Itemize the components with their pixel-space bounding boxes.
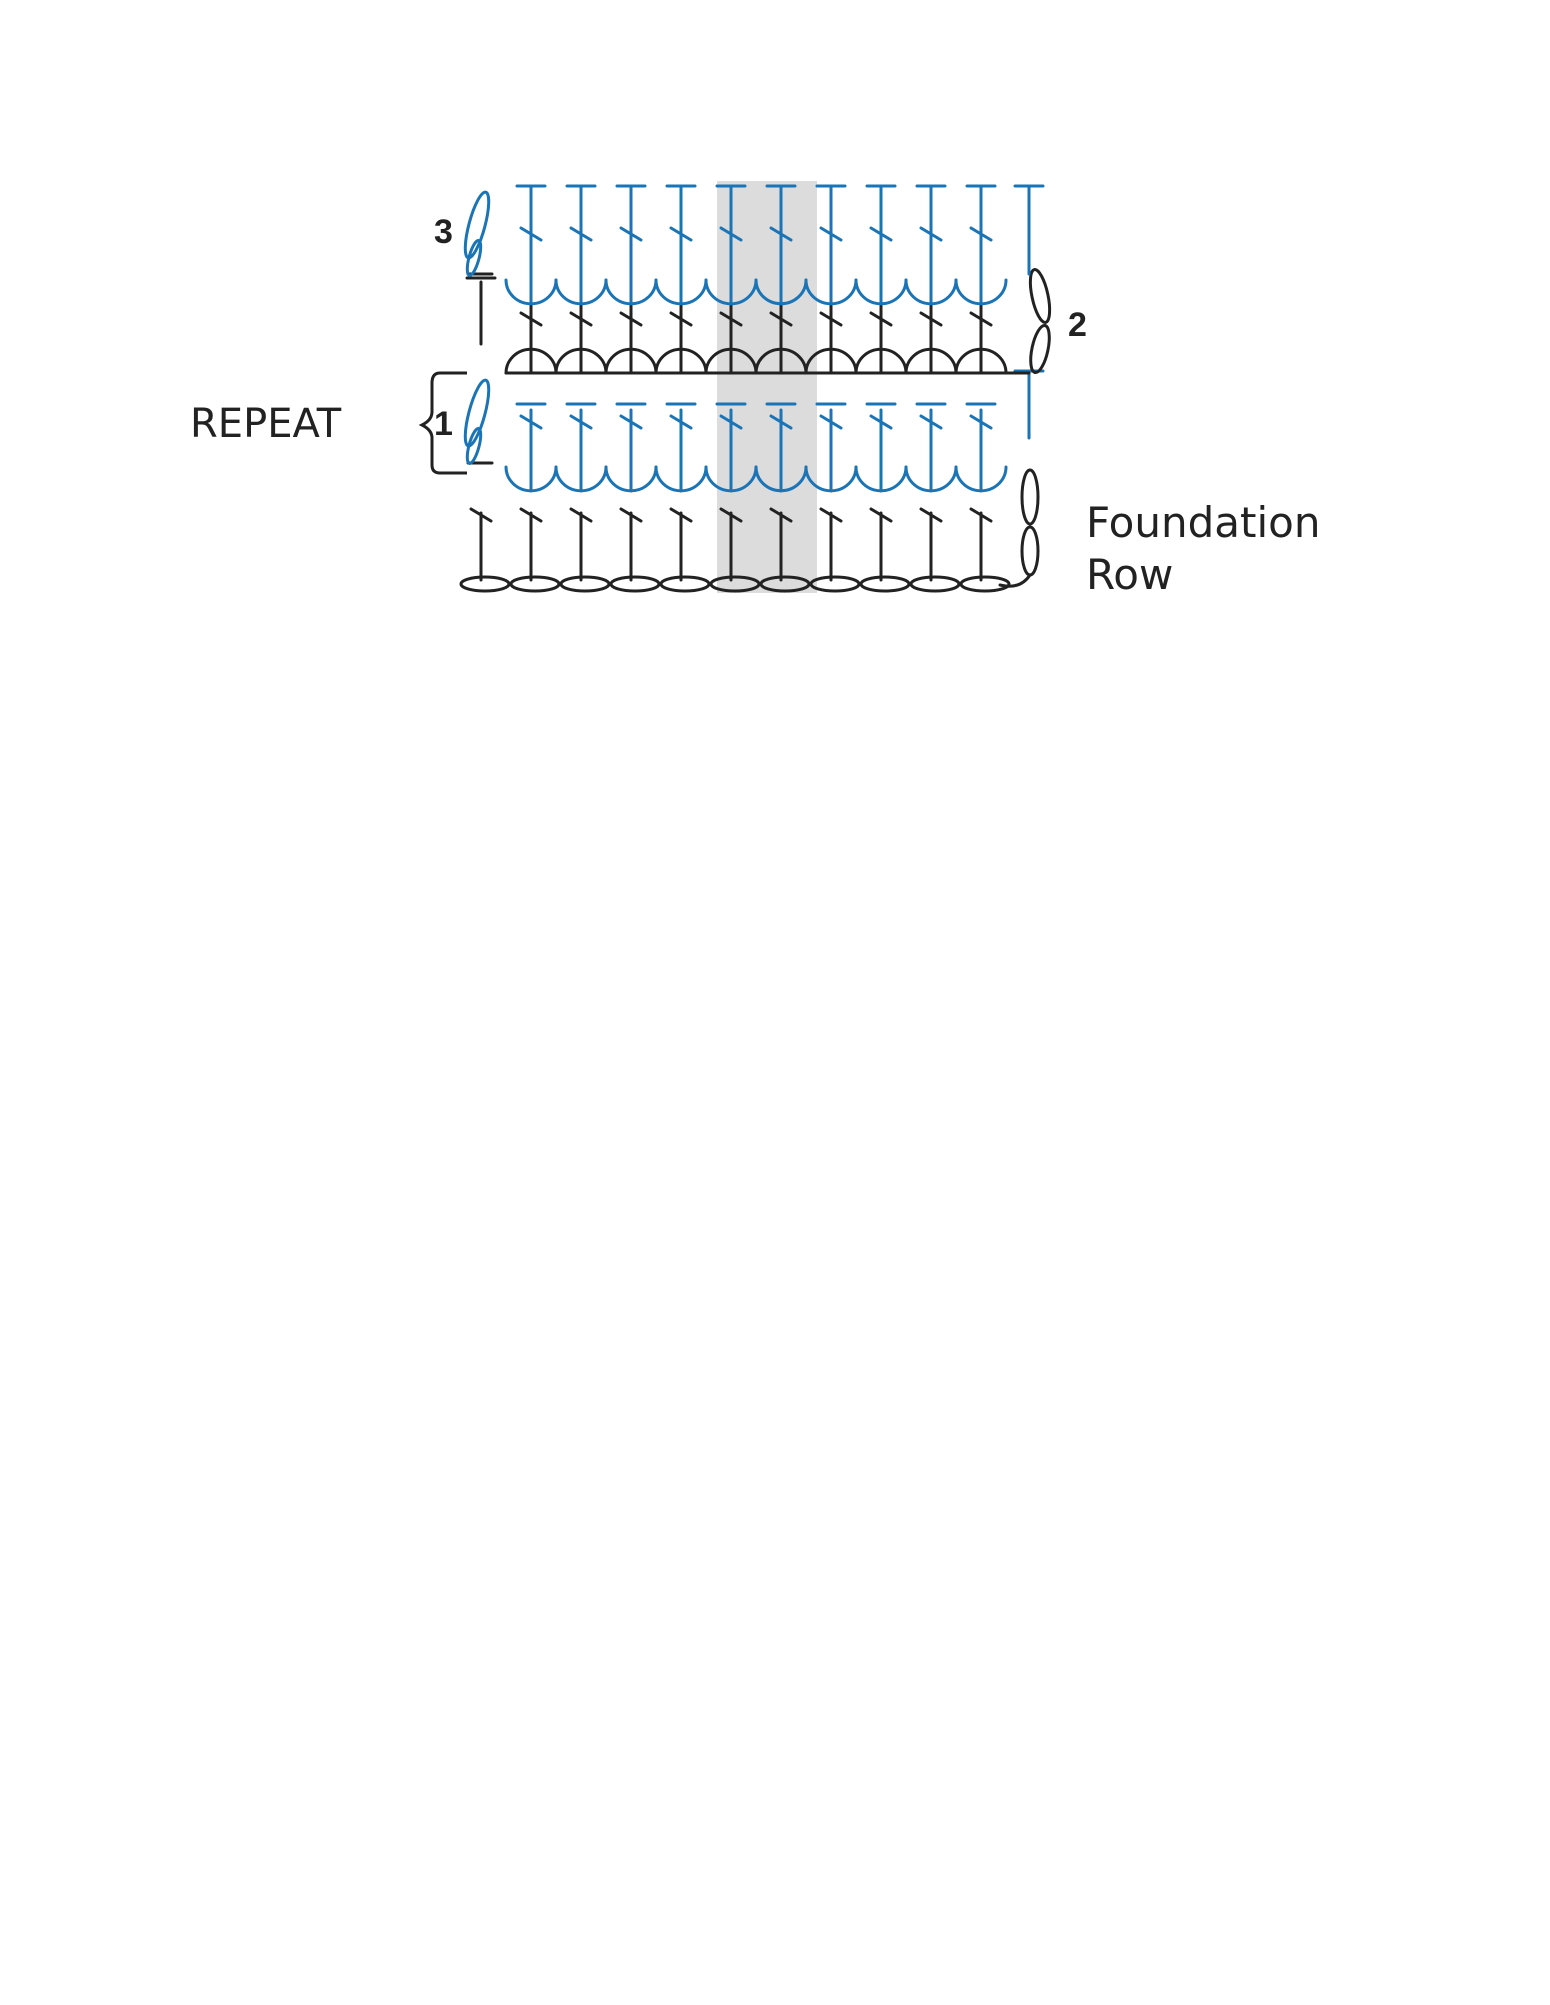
foundation-dc-slash <box>669 507 693 523</box>
foundation-dc-slash <box>769 507 793 523</box>
row-1-dc-slash <box>719 414 743 430</box>
repeat-highlight <box>717 181 817 593</box>
row-1-turning-chain-stitch <box>465 427 483 465</box>
foundation-dc-slash <box>819 507 843 523</box>
row-3-dc-slash <box>869 226 893 242</box>
row-3-dc-slash <box>819 226 843 242</box>
row-2-dc-slash <box>669 311 693 327</box>
row-1-label: 1 <box>434 405 453 443</box>
foundation-chain-stitch <box>809 575 861 593</box>
foundation-dc-slash <box>969 507 993 523</box>
row-1-dc-slash <box>569 414 593 430</box>
row-2-dc-slash <box>969 311 993 327</box>
row-2-dc-slash <box>869 311 893 327</box>
foundation-chain-stitch <box>459 575 511 593</box>
row-3-dc-slash <box>519 226 543 242</box>
foundation-chain-stitch <box>609 575 661 593</box>
foundation-dc-slash <box>719 507 743 523</box>
row-2-dc-slash <box>719 311 743 327</box>
row-3-dc-slash <box>769 226 793 242</box>
row-1-turning-chain-stitch <box>463 378 491 448</box>
foundation-chain-stitch <box>759 575 811 593</box>
foundation-chain-stitch <box>859 575 911 593</box>
foundation-dc-slash <box>469 507 493 523</box>
row-3-dc-slash <box>669 226 693 242</box>
foundation-row-label-line1: Foundation <box>1086 498 1320 547</box>
foundation-chain-stitch <box>509 575 561 593</box>
row-2-dc-slash <box>619 311 643 327</box>
row-3-turning-chain-stitch <box>465 239 483 277</box>
foundation-dc-slash <box>519 507 543 523</box>
row-1-dc-slash <box>619 414 643 430</box>
row-3-dc-slash <box>719 226 743 242</box>
row-2-dc-slash <box>919 311 943 327</box>
foundation-chain-stitch <box>559 575 611 593</box>
foundation-chain-stitch <box>959 575 1011 593</box>
foundation-chain-stitch <box>709 575 761 593</box>
row-3-dc-slash <box>619 226 643 242</box>
row-2-label: 2 <box>1068 306 1087 344</box>
turning-chain-stitch <box>1020 468 1040 526</box>
row-1-dc-slash <box>669 414 693 430</box>
foundation-chain-stitch <box>659 575 711 593</box>
row-2-dc-slash <box>819 311 843 327</box>
repeat-brace <box>418 371 467 475</box>
foundation-chain-stitch <box>909 575 961 593</box>
row-2-turning-chain-stitch <box>1028 268 1052 324</box>
foundation-dc-slash <box>569 507 593 523</box>
row-1-dc-slash <box>919 414 943 430</box>
row-2-dc-slash <box>769 311 793 327</box>
row-1-dc-slash <box>969 414 993 430</box>
row-1-dc-slash <box>819 414 843 430</box>
row-2-dc-slash <box>569 311 593 327</box>
row-1-dc-slash <box>769 414 793 430</box>
turning-chain-stitch <box>1020 525 1040 577</box>
row-2-dc-slash <box>519 311 543 327</box>
repeat-label: REPEAT <box>190 401 342 447</box>
foundation-dc-slash <box>619 507 643 523</box>
foundation-row-label-line2: Row <box>1086 550 1173 599</box>
row-3-dc-slash <box>569 226 593 242</box>
row-3-label: 3 <box>434 213 453 251</box>
row-2-turning-chain-stitch <box>1029 323 1051 375</box>
foundation-dc-slash <box>869 507 893 523</box>
turning-chain-tail <box>998 573 1032 588</box>
row-3-dc-slash <box>969 226 993 242</box>
row-3-turning-chain-stitch <box>463 190 491 260</box>
row-3-dc-slash <box>919 226 943 242</box>
foundation-dc-slash <box>919 507 943 523</box>
row-1-dc-slash <box>519 414 543 430</box>
stitch-layer <box>459 184 1052 593</box>
row-1-dc-slash <box>869 414 893 430</box>
